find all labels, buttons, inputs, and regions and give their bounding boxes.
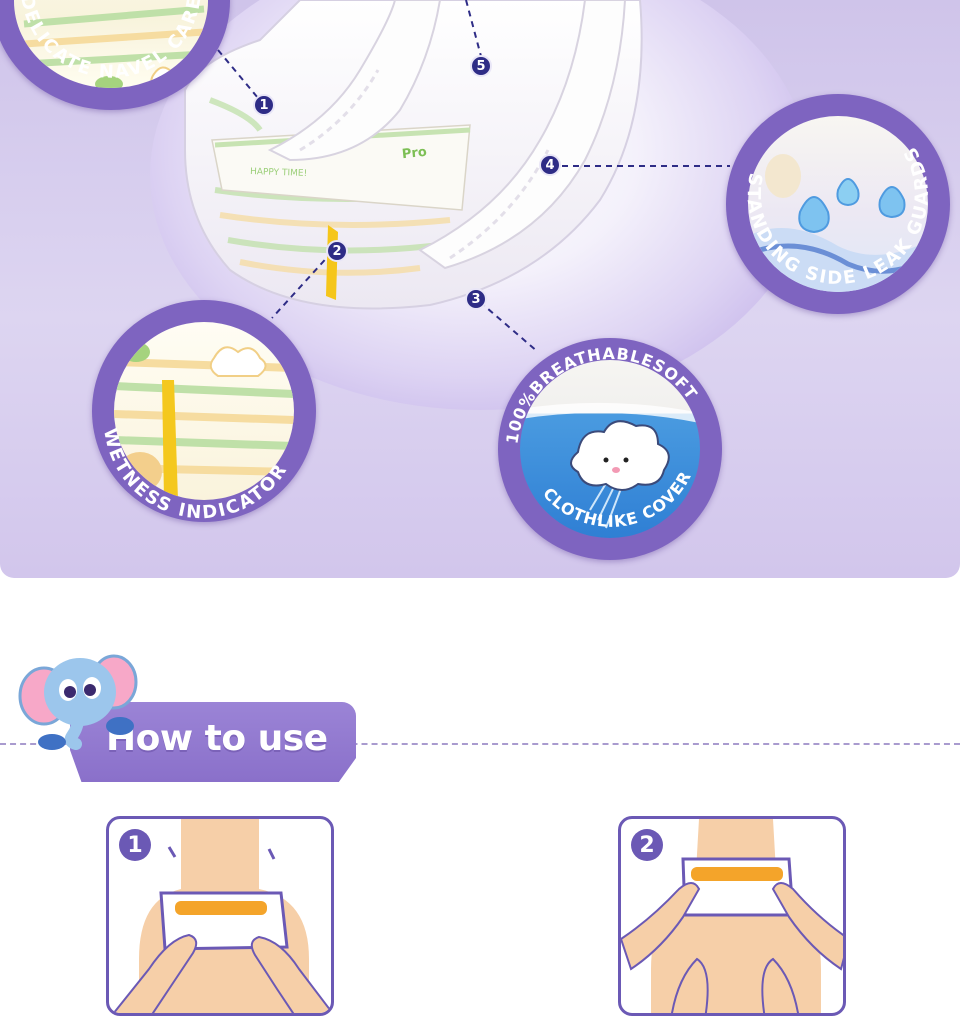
elephant-mascot-icon — [18, 654, 138, 750]
step-card-2: 2 — [618, 816, 846, 1016]
navel-care-label: DELICATE NAVEL CARE — [16, 0, 204, 83]
wetness-label: WETNESS INDICATOR — [99, 426, 290, 523]
breathable-label: 100%BREATHABLESOFT — [503, 344, 701, 445]
marker-4[interactable]: 4 — [539, 154, 561, 176]
step-2-illustration — [621, 819, 843, 1013]
marker-3[interactable]: 3 — [465, 288, 487, 310]
svg-text:CLOTHLIKE COVER: CLOTHLIKE COVER — [539, 468, 695, 531]
callout-wetness-indicator: WETNESS INDICATOR — [92, 300, 316, 523]
how-to-use-banner — [70, 702, 356, 782]
clothlike-label: CLOTHLIKE COVER — [539, 468, 694, 531]
step-card-1: 1 — [106, 816, 334, 1016]
marker-1[interactable]: 1 — [253, 94, 275, 116]
svg-text:DELICATE NAVEL CARE: DELICATE NAVEL CARE — [16, 0, 206, 83]
step-number-1: 1 — [119, 829, 151, 861]
dashed-divider — [0, 743, 960, 745]
diaper-illustration — [184, 0, 643, 310]
step-number-2: 2 — [631, 829, 663, 861]
how-to-use-section: How to use 1 2 — [0, 600, 960, 1016]
step-1-illustration — [112, 819, 331, 1013]
callout-navel-care: DELICATE NAVEL CARE — [0, 0, 230, 110]
how-to-use-title: How to use — [106, 718, 328, 759]
callout-leak-guards: STANDING SIDE LEAK GUARDS — [726, 94, 950, 314]
leak-guards-label: STANDING SIDE LEAK GUARDS — [743, 142, 931, 289]
callout-breathable-cover: 100%BREATHABLESOFT CLOTHLIKE COVER — [498, 338, 722, 560]
svg-text:WETNESS INDICATOR: WETNESS INDICATOR — [99, 426, 292, 523]
marker-5[interactable]: 5 — [470, 55, 492, 77]
svg-text:STANDING SIDE LEAK GUARDS: STANDING SIDE LEAK GUARDS — [743, 142, 933, 289]
marker-2[interactable]: 2 — [326, 240, 348, 262]
svg-text:100%BREATHABLESOFT: 100%BREATHABLESOFT — [503, 344, 702, 445]
breathable-closeup — [520, 360, 700, 538]
leak-guards-closeup — [748, 116, 928, 292]
features-hero: Pro HAPPY TIME! 1 2 3 4 5 DELICATE — [0, 0, 960, 578]
connector-lines — [217, 0, 730, 353]
